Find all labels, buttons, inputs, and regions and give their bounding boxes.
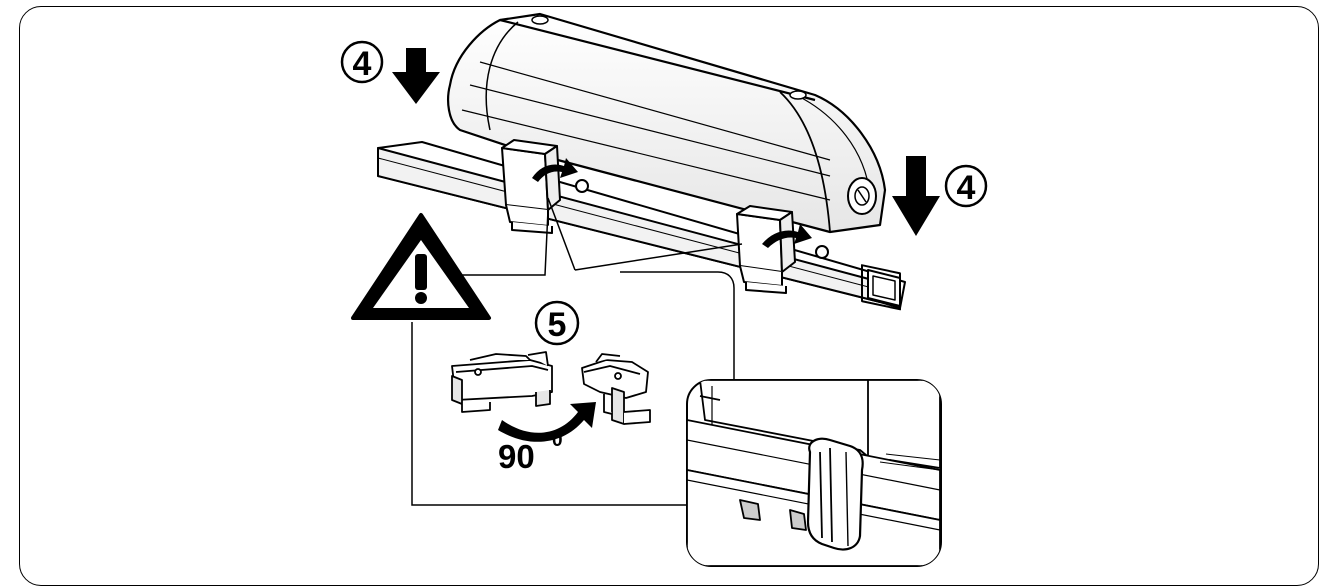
clamp-part-after <box>581 353 651 425</box>
step-badge-five <box>534 300 580 346</box>
rotate-90-arrow-icon <box>498 402 596 442</box>
clamp-part-before <box>451 351 553 413</box>
step-badge-left <box>340 40 384 84</box>
rotate-arrow-right-icon <box>762 224 812 248</box>
down-arrow-left-icon <box>392 48 440 104</box>
angle-value: 90 <box>498 438 535 475</box>
angle-unit: 0 <box>552 430 563 451</box>
step-label-left: 4 <box>353 45 372 83</box>
step-label-five: 5 <box>548 306 567 344</box>
down-arrow-right-icon <box>892 156 940 236</box>
step-badge-right <box>944 164 988 208</box>
mount-foot-right <box>736 205 829 294</box>
detail-inset <box>686 379 942 567</box>
step-label-right: 4 <box>957 169 976 207</box>
ski-carrier-housing <box>447 12 887 234</box>
warning-icon <box>351 213 491 320</box>
callout-lines <box>411 197 743 506</box>
assembly-diagram: 4 4 5 90 <box>340 12 988 567</box>
rotate-arrow-left-icon <box>532 158 578 182</box>
